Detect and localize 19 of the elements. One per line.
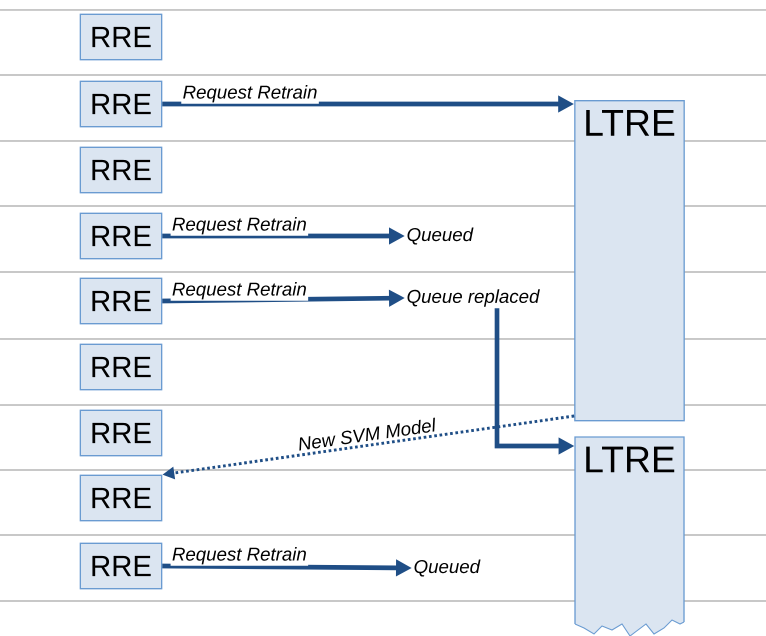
status-text: Queued xyxy=(414,559,481,577)
edge-label: Request Retrain xyxy=(172,282,306,300)
process-box: RRE xyxy=(80,14,162,60)
status-text: Queue replaced xyxy=(408,289,540,307)
process-box: RRE xyxy=(80,542,162,590)
process-box: RRE xyxy=(80,344,162,390)
process-box: RRE xyxy=(80,474,162,522)
process-box: RRE xyxy=(80,80,162,128)
process-box: RRE xyxy=(80,410,162,456)
torn-process-box: LTRE xyxy=(574,436,685,636)
edge-label: New SVM Model xyxy=(299,418,435,451)
process-box: RRE xyxy=(80,146,162,194)
process-box: LTRE xyxy=(574,100,685,422)
edge-label: Request Retrain xyxy=(183,85,317,102)
status-text: Queued xyxy=(408,227,474,245)
process-box: RRE xyxy=(80,212,162,260)
process-box: RRE xyxy=(80,278,162,324)
edge-label: Request Retrain xyxy=(172,547,306,564)
edge-label: Request Retrain xyxy=(172,217,306,234)
